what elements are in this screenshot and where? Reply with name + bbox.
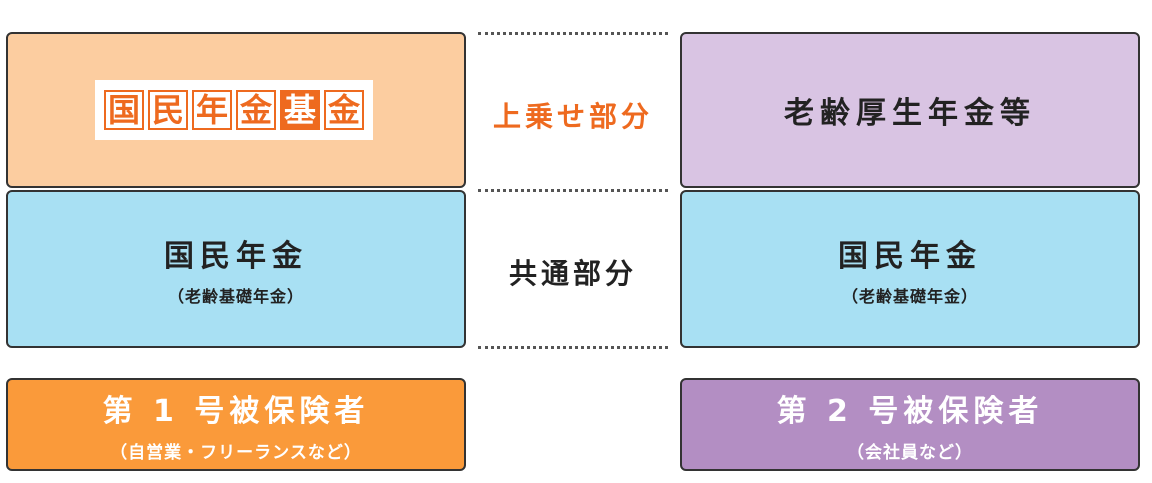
- kokumin-nenkin-kikin-logo: 国 民 年 金 基 金: [95, 80, 373, 140]
- common-right-box: 国民年金 （老齢基礎年金）: [680, 190, 1140, 348]
- type2-insured-box: 第 2 号被保険者 （会社員など）: [680, 378, 1140, 471]
- common-left-subtitle: （老齢基礎年金）: [167, 287, 304, 306]
- upper-right-label: 老齢厚生年金等: [784, 96, 1036, 131]
- type1-subtitle: （自営業・フリーランスなど）: [110, 443, 362, 463]
- common-left-title: 国民年金: [164, 239, 308, 274]
- logo-char-4: 金: [236, 90, 276, 130]
- type2-subtitle: （会社員など）: [847, 443, 973, 463]
- divider-top: [478, 32, 668, 35]
- logo-char-6: 金: [324, 90, 364, 130]
- logo-char-1: 国: [104, 90, 144, 130]
- logo-char-2: 民: [148, 90, 188, 130]
- common-portion-label: 共通部分: [508, 257, 637, 290]
- logo-char-5: 基: [280, 90, 320, 130]
- common-right-subtitle: （老齢基礎年金）: [841, 287, 978, 306]
- common-left-box: 国民年金 （老齢基礎年金）: [6, 190, 466, 348]
- type1-title: 第 1 号被保険者: [102, 394, 370, 429]
- type2-title: 第 2 号被保険者: [776, 394, 1044, 429]
- type1-insured-box: 第 1 号被保険者 （自営業・フリーランスなど）: [6, 378, 466, 471]
- upper-portion-label: 上乗せ部分: [492, 100, 653, 133]
- logo-char-3: 年: [192, 90, 232, 130]
- upper-right-box: 老齢厚生年金等: [680, 32, 1140, 188]
- common-right-title: 国民年金: [838, 239, 982, 274]
- divider-middle: [478, 189, 668, 192]
- divider-bottom: [478, 346, 668, 349]
